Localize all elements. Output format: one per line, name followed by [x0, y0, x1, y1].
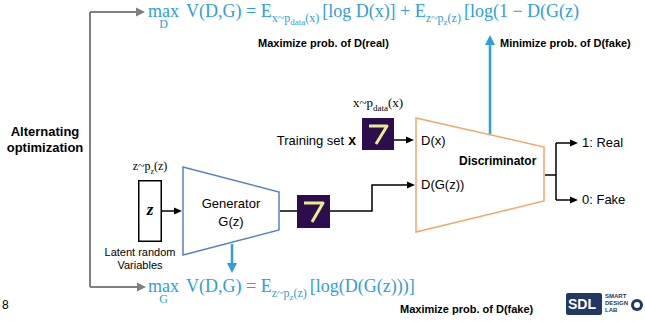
objective-note: Maximize prob. of D(real) [258, 37, 389, 50]
math-text: data [290, 17, 305, 27]
data-distribution: x~pdata(x) [353, 95, 403, 112]
objective-note: Maximize prob. of D(fake) [400, 303, 533, 316]
bracket-arrowhead [137, 283, 146, 292]
outline-shape [139, 181, 162, 242]
outline-shape [416, 118, 544, 232]
node-text: Discriminator [459, 154, 536, 168]
page-number: 8 [2, 298, 9, 312]
arrowhead [174, 208, 182, 215]
node-text: z [147, 200, 154, 220]
output-label: 0: Fake [582, 192, 625, 208]
output-label: 1: Real [582, 135, 623, 151]
node-text: D(G(z)) [421, 177, 464, 193]
discriminator-objective-arrow [485, 35, 495, 134]
bracket-arrowhead [136, 8, 145, 17]
output-arrowhead [570, 197, 578, 204]
math-text: (x) [305, 11, 319, 25]
discriminator-objective: maxD V(D,G) = Ex~pdata(x)[log D(x)] + Ez~… [148, 0, 579, 25]
generator-objective-arrow [227, 244, 237, 273]
operator-stack: maxD [148, 0, 179, 22]
objective-note: Minimize prob. of D(fake) [500, 37, 631, 50]
math-text: z~p [426, 11, 444, 25]
generator-trapezoid: GeneratorG(z) [182, 166, 280, 256]
operator-stack: maxG [148, 275, 179, 297]
math-text: G [148, 293, 179, 305]
math-text: [log(D(G(z)))] [310, 276, 415, 296]
flow-arrow [162, 208, 182, 215]
math-text: z~p [272, 286, 290, 300]
math-text: (z) [293, 286, 306, 300]
alternating-bracket [90, 12, 138, 287]
math-text: x~p [272, 11, 291, 25]
math-text: D [148, 18, 179, 30]
outline-shape [183, 167, 279, 255]
math-text: z~p [133, 159, 151, 173]
fake-digit-image [297, 195, 330, 228]
math-text: [log D(x)] + E [322, 1, 426, 21]
latent-caption: Latent random Variables [100, 246, 180, 271]
output-arrowhead [570, 140, 578, 147]
logo-text: SMART [605, 293, 626, 299]
discriminator-trapezoid: D(x) DiscriminatorD(G(z)) [415, 117, 545, 233]
math-text: (z) [154, 159, 167, 173]
math-text: [log(1 − D(G(z) [464, 1, 579, 21]
math-text: x [348, 132, 356, 148]
latent-distribution: z~pz(z) [133, 159, 168, 175]
math-text: V(D,G) = E [186, 276, 272, 296]
real-input-arrow [394, 137, 414, 144]
math-text: (x) [388, 95, 403, 110]
output-split-arrows [545, 143, 571, 200]
math-text: V(D,G) = E [186, 1, 272, 21]
generator-objective: maxG V(D,G) = Ez~pz(z) [log(D(G(z)))] [148, 275, 415, 300]
math-text: z [444, 17, 448, 27]
math-text: data [373, 103, 388, 113]
math-text: Training set [277, 133, 344, 148]
side-label: Alternating optimization [4, 124, 86, 155]
math-text: z [150, 167, 154, 176]
node-text: Generator [202, 196, 261, 212]
arrowhead [407, 181, 415, 188]
math-text: (z) [448, 11, 461, 25]
lab-logo [566, 293, 643, 315]
logo-text: SDL [568, 296, 596, 313]
connector-line [162, 210, 175, 212]
logo-text: DESIGN [605, 300, 628, 306]
math-text: z [289, 292, 293, 302]
latent-vector-box: z [138, 180, 162, 242]
node-text: G(z) [218, 214, 243, 230]
math-text: x~p [353, 95, 373, 110]
real-digit-image [362, 118, 394, 150]
training-set-label: Training set x [277, 132, 356, 149]
node-text: D(x) [421, 133, 446, 149]
logo-text: LAB [605, 307, 617, 313]
